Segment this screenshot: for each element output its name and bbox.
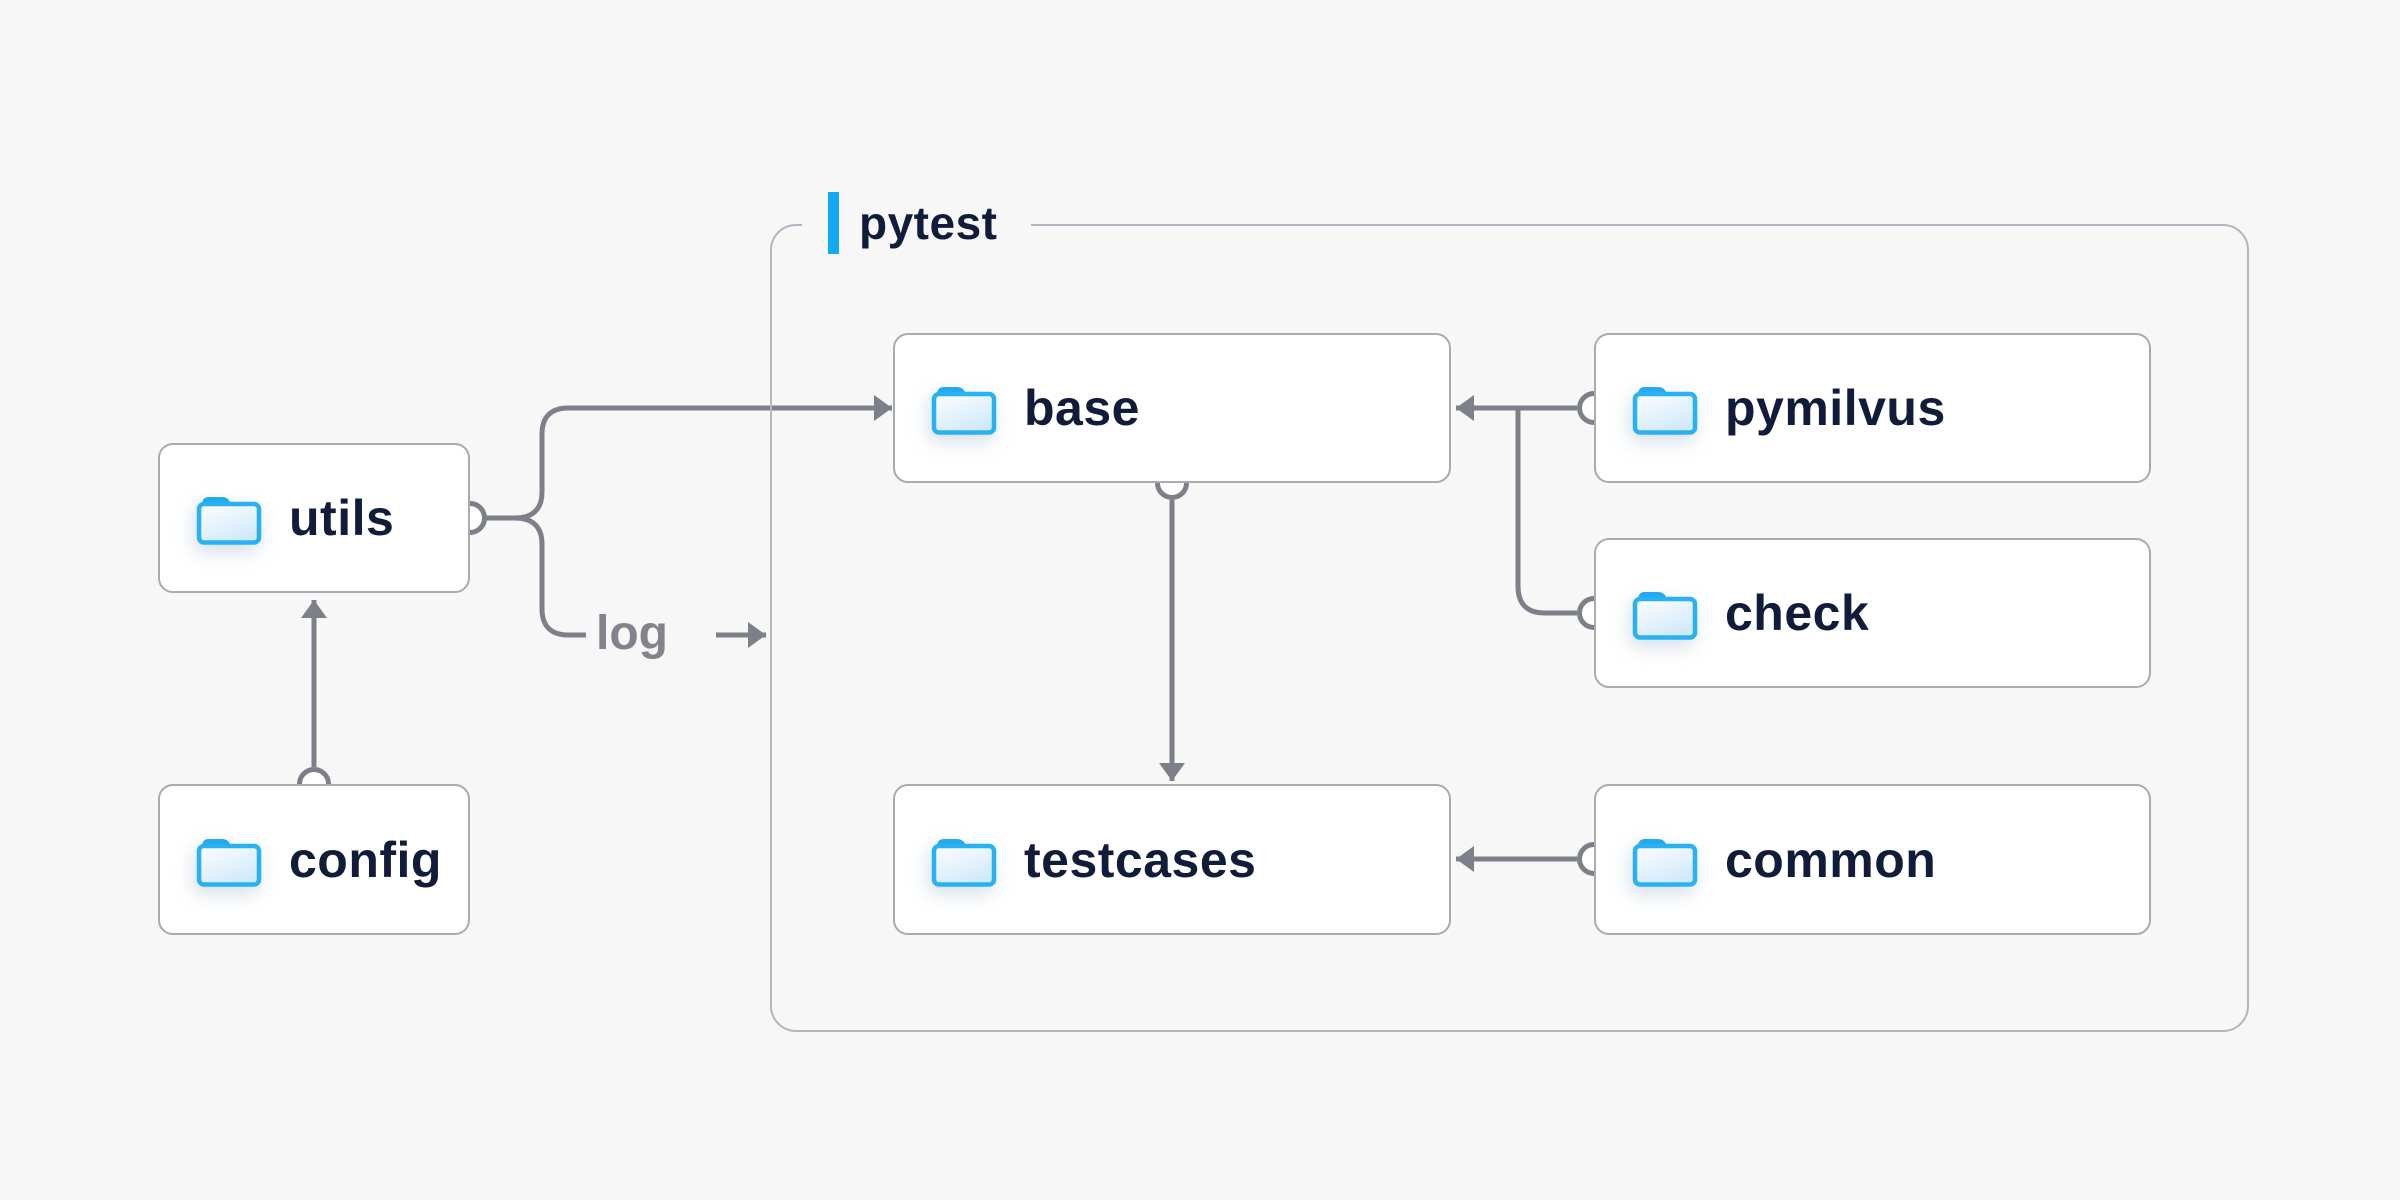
- node-testcases: testcases: [893, 784, 1451, 935]
- node-label: check: [1725, 585, 1870, 641]
- node-check: check: [1594, 538, 2151, 688]
- node-base: base: [893, 333, 1451, 483]
- edge-label-log: log: [596, 607, 668, 660]
- node-label: testcases: [1024, 831, 1257, 888]
- folder-icon: [931, 833, 997, 887]
- pytest-group-container: [770, 224, 2249, 1032]
- node-label: utils: [289, 490, 395, 546]
- edge-utils-log: [514, 515, 586, 638]
- node-common: common: [1594, 784, 2151, 935]
- folder-icon: [1632, 833, 1698, 887]
- folder-icon: [1632, 586, 1698, 640]
- node-config: config: [158, 784, 470, 935]
- folder-icon: [196, 833, 262, 887]
- node-label: common: [1725, 831, 1937, 888]
- node-utils: utils: [158, 443, 470, 593]
- accent-bar-icon: [828, 192, 839, 254]
- pytest-group-label: pytest: [802, 190, 1032, 256]
- edge-check-base: [1515, 408, 1577, 616]
- node-label: config: [289, 831, 442, 888]
- edge-utils-base: [486, 395, 892, 521]
- group-title: pytest: [859, 197, 998, 249]
- node-label: base: [1024, 380, 1140, 436]
- folder-icon: [1632, 381, 1698, 435]
- node-label: pymilvus: [1725, 380, 1946, 436]
- node-pymilvus: pymilvus: [1594, 333, 2151, 483]
- folder-icon: [196, 491, 262, 545]
- folder-icon: [931, 381, 997, 435]
